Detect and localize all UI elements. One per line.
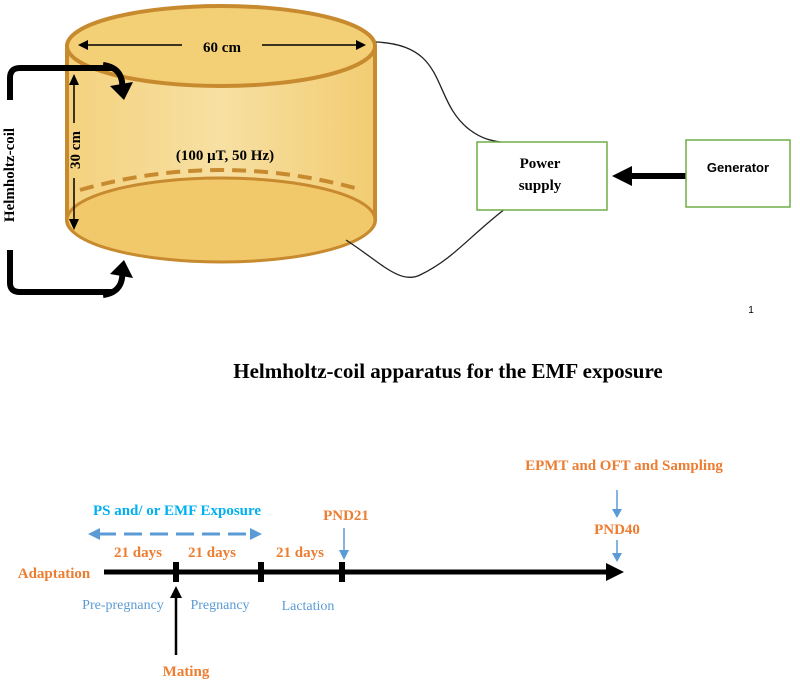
period1-days: 21 days [114,545,162,561]
tests-arrow [612,490,622,518]
period2-name: Pregnancy [190,598,249,613]
adaptation-label: Adaptation [18,566,91,582]
height-label: 30 cm [68,131,84,169]
period1-name: Pre-pregnancy [82,598,164,613]
power-supply-label-line1: Power [520,156,561,172]
cylinder-top-face [65,4,377,88]
pnd21-label: PND21 [323,508,369,524]
cylinder-bottom-back-edge [79,168,363,192]
period3-name: Lactation [282,599,335,614]
wire-bottom [345,204,511,278]
generator-box [685,139,791,208]
timeline-tick-pnd21 [339,562,345,582]
period3-days: 21 days [276,545,324,561]
tests-label: EPMT and OFT and Sampling [525,458,723,474]
apparatus-caption: Helmholtz-coil apparatus for the EMF exp… [233,359,663,383]
power-supply-label-line2: supply [519,178,562,194]
wire-top [375,41,511,146]
timeline-tick-birth [258,562,264,582]
height-dimension [69,74,79,230]
exposure-arrow [88,528,262,540]
timeline-tick-mating [173,562,179,582]
exposure-label: PS and/ or EMF Exposure [93,503,261,519]
diameter-label: 60 cm [203,40,241,56]
power-supply-box [476,141,608,211]
corner-mark: 1 [748,305,754,316]
period2-days: 21 days [188,545,236,561]
mating-arrow [170,586,182,655]
generator-to-power-arrow [612,166,686,186]
coil-bracket [7,62,133,298]
mating-label: Mating [163,664,210,680]
coil-label: Helmholtz-coil [2,128,18,222]
cylinder-bottom-face [65,176,377,264]
pnd21-arrow [339,528,349,560]
timeline-axis [104,563,624,581]
pnd40-label: PND40 [594,522,640,538]
diameter-dimension [78,40,366,50]
field-strength-label: (100 μT, 50 Hz) [176,148,274,164]
pnd40-arrow [612,540,622,562]
helmholtz-cylinder [65,4,377,264]
generator-label: Generator [707,160,769,175]
